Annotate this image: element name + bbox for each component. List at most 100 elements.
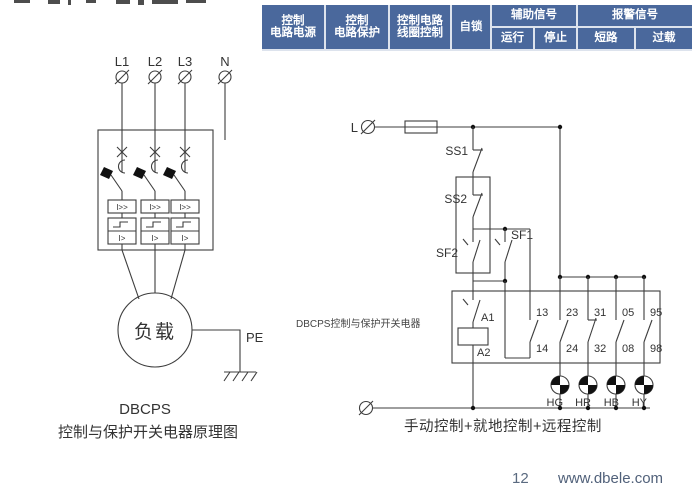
earth-connection: [192, 329, 258, 382]
sf1-contact-icon: [494, 229, 513, 281]
contact-08-label: 08: [622, 343, 634, 355]
run-signal-contact-icon: [559, 277, 569, 376]
fuse-icon: [404, 120, 438, 134]
left-caption-subtitle: 控制与保护开关电器原理图: [57, 424, 238, 441]
contact-23-label: 23: [566, 307, 578, 319]
heading-fragment: [86, 0, 96, 3]
terminal-label-l2: L2: [148, 54, 162, 69]
latch-contact-icon: [504, 281, 539, 359]
phase-breaker-1: I>> I>: [100, 146, 137, 250]
contact-95-label: 95: [650, 307, 662, 319]
cell-text: 控制电路: [397, 14, 443, 27]
heading-fragment: [68, 0, 71, 5]
ss1-label: SS1: [445, 144, 468, 158]
breaker-lever-icon: [163, 167, 176, 179]
table-group-aux-signal: 辅助信号: [492, 5, 576, 26]
phase-breaker-2: I>> I>: [133, 146, 170, 250]
line-terminal-icon: [360, 119, 376, 135]
terminal-icons: [114, 69, 233, 85]
table-cell-coil-control: 控制电路 线圈控制: [390, 5, 450, 49]
contact-13-label: 13: [536, 307, 548, 319]
lamp-hg-icon: [550, 375, 570, 408]
website-link: www.dbele.com: [558, 470, 664, 487]
cell-text: 过载: [652, 32, 676, 45]
table-group-alarm-signal: 报警信号: [578, 5, 692, 26]
table-cell-stop: 停止: [535, 28, 576, 49]
pe-label: PE: [246, 330, 264, 345]
ss1-contact-icon: [472, 127, 483, 182]
contact-14-label: 14: [536, 343, 548, 355]
lamp-hy-icon: [634, 375, 654, 408]
contact-32-label: 32: [594, 343, 606, 355]
cell-text: 短路: [594, 32, 618, 45]
lamp-hb-icon: [606, 375, 626, 408]
table-cell-control-power: 控制 电路电源: [262, 5, 324, 49]
overload-signal-contact-icon: [643, 277, 653, 376]
cell-text: 运行: [501, 32, 524, 45]
contact-31-label: 31: [594, 307, 606, 319]
right-control-diagram: L SS1 SS2 SF1: [351, 119, 662, 416]
bottom-rail: [358, 400, 650, 416]
phase-breaker-3: I>> I>: [163, 146, 200, 250]
cps-control-box: [451, 290, 661, 364]
table-cell-overload: 过载: [636, 28, 692, 49]
cell-text: 电路保护: [334, 27, 380, 39]
ss2-label: SS2: [444, 192, 467, 206]
cell-text: 控制: [345, 14, 369, 27]
thermal-trip-label: I>: [152, 234, 159, 243]
device-label: DBCPS控制与保护开关电器: [296, 319, 421, 330]
terminal-label-l3: L3: [178, 54, 192, 69]
magnetic-trip-label: I>>: [116, 203, 128, 212]
cell-text: 辅助信号: [511, 9, 557, 22]
table-cell-run: 运行: [492, 28, 533, 49]
junction-dots-top: [470, 124, 647, 280]
load-label: 负载: [134, 321, 176, 343]
stop-signal-contact-icon: [587, 277, 597, 376]
contact-98-label: 98: [650, 343, 662, 355]
contact-05-label: 05: [622, 307, 634, 319]
lamp-hr-label: HR: [575, 397, 591, 409]
function-spec-table: 控制 电路电源 控制 电路保护 控制电路 线圈控制 自锁 辅助信号 报警信号 运…: [262, 5, 692, 51]
magnetic-trip-label: I>>: [149, 203, 161, 212]
magnetic-trip-label: I>>: [179, 203, 191, 212]
short-circuit-signal-contact-icon: [615, 277, 625, 376]
thermal-trip-label: I>: [182, 234, 189, 243]
top-rail: [374, 120, 644, 278]
heading-fragment: [152, 0, 178, 4]
heading-fragment: [116, 0, 130, 4]
thermal-trip-label: I>: [119, 234, 126, 243]
coil-a1-label: A1: [481, 312, 494, 324]
cell-text: 电路电源: [270, 27, 316, 39]
cell-text: 报警信号: [612, 9, 658, 22]
coil-icon: [457, 327, 489, 346]
right-caption: 手动控制+就地控制+远程控制: [404, 419, 602, 435]
left-caption-title: DBCPS: [119, 401, 171, 418]
heading-fragment: [186, 0, 206, 3]
heading-fragment: [138, 0, 144, 5]
sf2-contact-icon: [462, 229, 481, 281]
left-power-diagram: L1 L2 L3 N I>> I>: [97, 54, 264, 382]
table-cell-selflock: 自锁: [452, 5, 490, 49]
sf1-label: SF1: [511, 228, 533, 242]
table-cell-short-circuit: 短路: [578, 28, 634, 49]
lamp-hr-icon: [578, 375, 598, 408]
terminal-label-n: N: [220, 54, 229, 69]
coil-branch: [457, 281, 489, 408]
cell-text: 停止: [544, 32, 567, 45]
terminal-label-l1: L1: [115, 54, 129, 69]
heading-fragment: [48, 0, 60, 4]
ss2-contact-icon: [472, 182, 483, 229]
sf2-label: SF2: [436, 246, 458, 260]
junction-dots-bottom: [470, 405, 647, 411]
breaker-lever-icon: [133, 167, 146, 179]
cell-text: 自锁: [459, 20, 483, 33]
table-cell-control-protect: 控制 电路保护: [326, 5, 388, 49]
cell-text: 控制: [281, 14, 305, 27]
contact-24-label: 24: [566, 343, 578, 355]
load-leads: [121, 249, 186, 300]
page-number: 12: [512, 470, 529, 487]
heading-fragment: [14, 0, 30, 3]
lamp-hg-label: HG: [547, 397, 564, 409]
line-terminal-label: L: [351, 120, 358, 135]
incoming-leads: [121, 83, 226, 172]
